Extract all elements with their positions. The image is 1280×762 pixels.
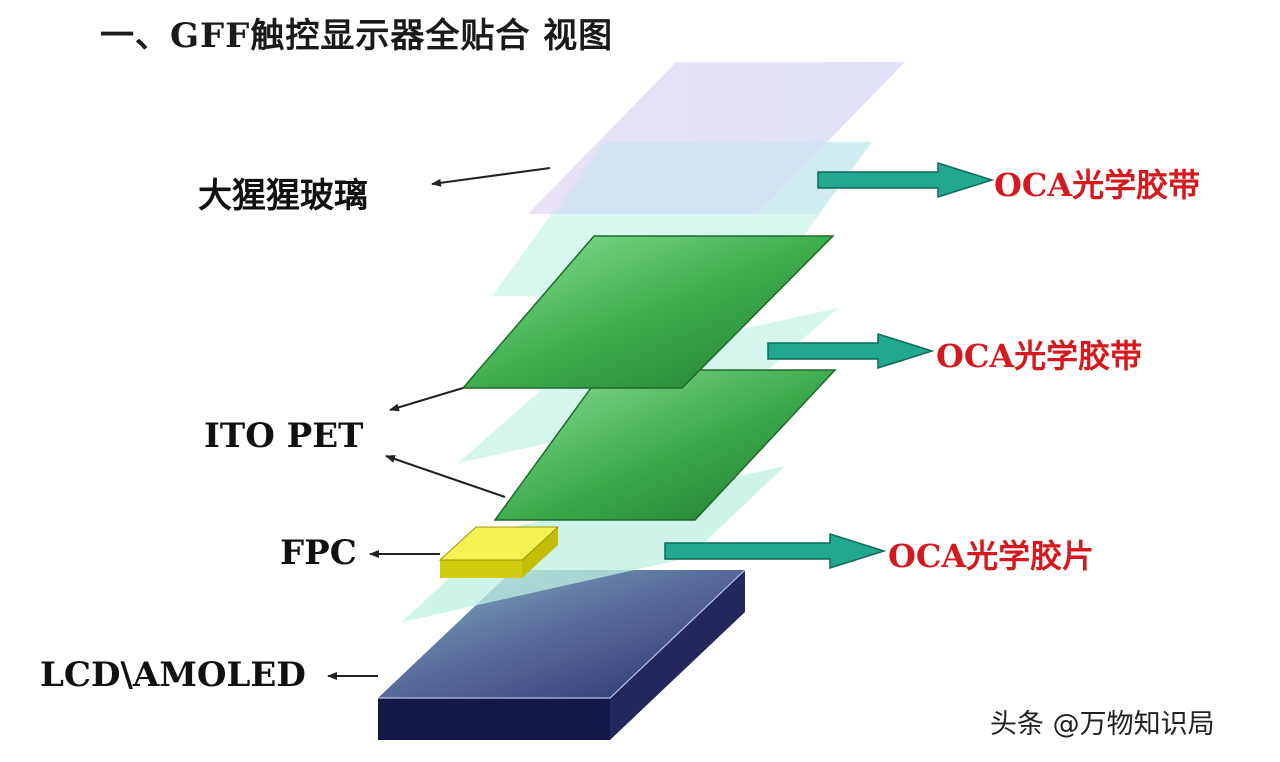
ito-pet-pointer-upper: [389, 387, 464, 412]
lcd-side-face: [610, 570, 745, 740]
label-fpc: FPC: [280, 533, 357, 573]
oca-tape-arrow-2: [767, 332, 935, 370]
glass-pointer-arrow: [431, 167, 551, 187]
lcd-amoled-block: [378, 569, 746, 740]
label-ito-pet: ITO PET: [204, 416, 364, 456]
diagram-title: 一、GFF触控显示器全贴合 视图: [100, 16, 614, 56]
lcd-edge-highlight: [378, 569, 746, 699]
ito-pet-layer-lower: [493, 369, 837, 521]
glass-oca-overlap: [555, 142, 872, 214]
ito-pet-layer-upper: [461, 235, 835, 389]
oca-tape-arrow-1: [817, 161, 995, 199]
watermark-text: 头条 @万物知识局: [990, 709, 1215, 740]
label-oca-tape-1: OCA光学胶带: [994, 166, 1201, 204]
label-lcd-amoled: LCD\AMOLED: [40, 655, 306, 695]
fpc-front-face: [440, 560, 522, 578]
fpc-chip: [438, 526, 560, 578]
ito-pet-pointer-lower: [385, 455, 506, 498]
lcd-front-face: [378, 698, 610, 740]
oca-sheet-arrow: [664, 532, 887, 570]
label-oca-tape-2: OCA光学胶带: [936, 337, 1143, 375]
lcd-top-face: [378, 570, 745, 698]
label-gorilla-glass: 大猩猩玻璃: [198, 176, 368, 216]
label-oca-sheet: OCA光学胶片: [888, 537, 1095, 575]
fpc-top-face: [438, 526, 560, 561]
fpc-side-face: [522, 527, 558, 578]
